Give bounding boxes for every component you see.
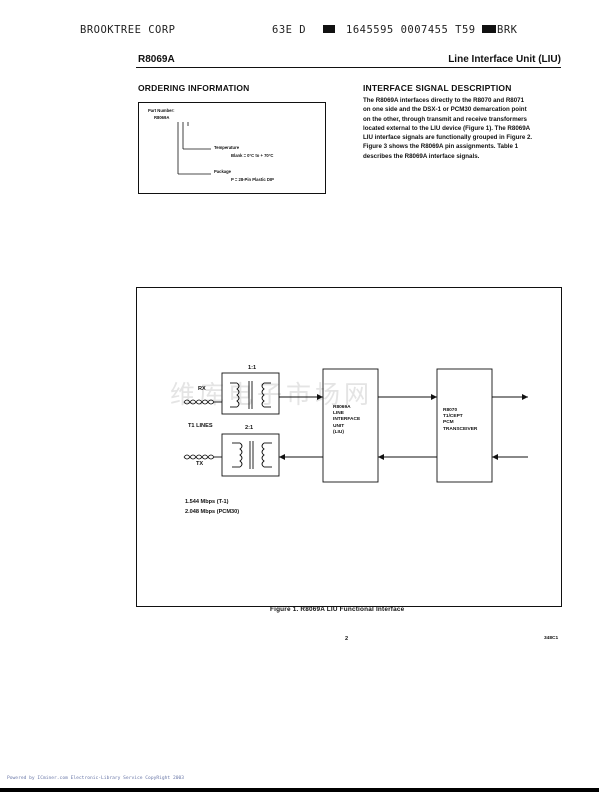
doc-code: 348C1 bbox=[544, 636, 559, 641]
page-part-number: R8069A bbox=[138, 54, 175, 65]
part-number-label: Part Number: bbox=[148, 108, 175, 113]
page-number: 2 bbox=[345, 636, 349, 642]
rate-t1: 1.544 Mbps (T-1) bbox=[185, 499, 229, 505]
ordering-tree-lines bbox=[177, 122, 211, 175]
r8070-box-line: R8070 bbox=[443, 408, 458, 413]
interface-line: The R8069A interfaces directly to the R8… bbox=[363, 97, 525, 104]
watermark-text: 维库电子市场网 bbox=[170, 380, 374, 409]
interface-line: on the other, through transmit and recei… bbox=[363, 115, 528, 123]
tx-label: TX bbox=[196, 461, 204, 467]
r8070-box-line: TRANSCEIVER bbox=[443, 426, 478, 432]
liu-box-line: LINE bbox=[333, 411, 344, 417]
liu-box-line: UNIT bbox=[333, 423, 345, 429]
liu-box-text: R8069A LINE INTERFACE UNIT (LIU) bbox=[333, 405, 360, 436]
interface-title: INTERFACE SIGNAL DESCRIPTION bbox=[363, 83, 512, 93]
figure-frame bbox=[136, 287, 562, 607]
liu-box-line: INTERFACE bbox=[333, 417, 361, 423]
header-code: 63E D bbox=[272, 24, 307, 36]
rate-pcm30: 2.048 Mbps (PCM30) bbox=[185, 509, 240, 515]
package-value: P = 28-Pin Plastic DIP bbox=[231, 177, 274, 182]
interface-paragraph: The R8069A interfaces directly to the R8… bbox=[363, 96, 563, 161]
t1-lines-label: T1 LINES bbox=[188, 423, 213, 429]
part-number-value: R8069A bbox=[154, 115, 170, 120]
figure-diagram bbox=[183, 368, 528, 483]
page-subject: Line Interface Unit (LIU) bbox=[448, 54, 561, 65]
figure-caption: Figure 1. R8069A LIU Functional Interfac… bbox=[270, 606, 405, 613]
header-block-mark bbox=[323, 25, 335, 33]
ordering-box: Part Number: R8069A Temperature Blank = … bbox=[138, 102, 326, 194]
r8070-box-line: PCM bbox=[443, 420, 454, 426]
interface-line: located external to the LIU device (Figu… bbox=[363, 124, 531, 132]
interface-line: describes the R8069A interface signals. bbox=[363, 152, 480, 160]
scan-bottom-bar bbox=[0, 788, 599, 792]
r8070-box-text: R8070 T1/CEPT PCM TRANSCEIVER bbox=[443, 408, 477, 433]
ordering-title: ORDERING INFORMATION bbox=[138, 83, 250, 93]
ratio-rx-label: 1:1 bbox=[248, 365, 257, 371]
package-label: Package bbox=[214, 169, 231, 174]
liu-box-line: (LIU) bbox=[333, 429, 344, 435]
header-block-mark-2 bbox=[482, 25, 496, 33]
temperature-label: Temperature bbox=[214, 145, 240, 150]
rx-label: RX bbox=[198, 386, 206, 392]
interface-line: on one side and the DSX-1 or PCM30 demar… bbox=[363, 106, 527, 114]
ratio-tx-label: 2:1 bbox=[245, 425, 254, 431]
interface-line: Figure 3 shows the R8069A pin assignment… bbox=[363, 143, 519, 151]
header-barcode-number: 1645595 0007455 T59 bbox=[346, 24, 476, 36]
title-rule bbox=[136, 67, 561, 69]
header-company: BROOKTREE CORP bbox=[80, 24, 176, 36]
interface-line: LIU interface signals are functionally g… bbox=[363, 134, 533, 142]
header-brk: BRK bbox=[497, 24, 518, 36]
copyright-notice: Powered by ICminer.com Electronic-Librar… bbox=[7, 776, 185, 781]
liu-box-line: R8069A bbox=[333, 405, 351, 410]
r8070-box-line: T1/CEPT bbox=[443, 414, 463, 420]
temperature-value: Blank = 0°C to + 70°C bbox=[231, 153, 274, 158]
